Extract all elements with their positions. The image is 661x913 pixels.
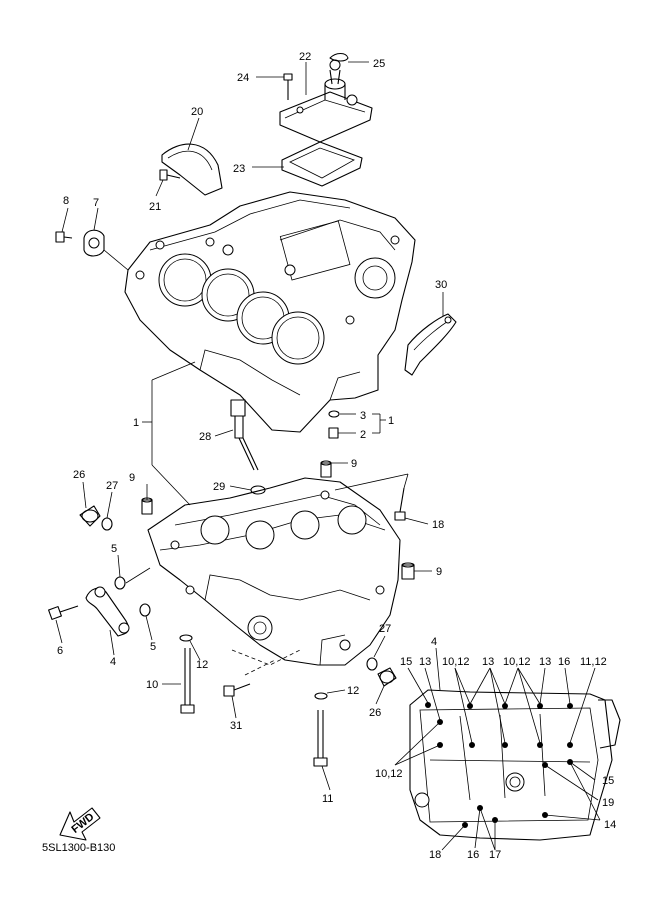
callout-22: 22 <box>299 51 311 63</box>
dowel-3 <box>328 410 340 418</box>
lower-crankcase <box>147 477 401 666</box>
washer-12-left <box>179 634 193 642</box>
callout-12-mid: 12 <box>347 685 359 697</box>
callout-26-right: 26 <box>369 707 381 719</box>
bolt-6 <box>48 605 79 620</box>
washer-12-mid <box>314 692 328 700</box>
callout-13-first: 13 <box>419 656 431 668</box>
bolt-2 <box>328 427 339 439</box>
callout-15-top: 15 <box>400 656 412 668</box>
cover-gasket <box>281 141 363 187</box>
callout-15-side: 15 <box>602 775 614 787</box>
bolt-31 <box>223 683 251 697</box>
callout-16-top: 16 <box>558 656 570 668</box>
callout-31: 31 <box>230 720 242 732</box>
callout-18-upper: 18 <box>432 519 444 531</box>
callout-9-top: 9 <box>351 458 357 470</box>
callout-18-lower: 18 <box>429 849 441 861</box>
callout-9-left: 9 <box>129 472 135 484</box>
plug-26-right <box>377 667 397 687</box>
upper-crankcase <box>124 191 416 433</box>
callout-19: 19 <box>602 797 614 809</box>
plug-26-left <box>79 505 101 527</box>
callout-21: 21 <box>149 201 161 213</box>
callout-14: 14 <box>604 819 616 831</box>
dowel-9-top <box>320 460 332 478</box>
callout-10-12-top-right: 10,12 <box>503 656 531 668</box>
oil-pipe <box>85 586 130 637</box>
crankcase-bottom-detail <box>409 689 621 841</box>
callout-1-left: 1 <box>133 417 139 429</box>
callout-9-right: 9 <box>436 566 442 578</box>
cover-plate <box>279 59 373 143</box>
callout-29: 29 <box>213 481 225 493</box>
callout-20: 20 <box>191 106 203 118</box>
callout-13-second: 13 <box>482 656 494 668</box>
callout-4-left: 4 <box>110 656 116 668</box>
washer-5-lower <box>139 603 151 617</box>
forward-arrow-icon: FWD <box>59 807 101 841</box>
oil-level-switch <box>230 399 259 471</box>
callout-5-upper: 5 <box>111 543 117 555</box>
callout-4-right: 4 <box>431 636 437 648</box>
bolt-21 <box>159 169 181 181</box>
washer-5-upper <box>114 576 126 590</box>
callout-11-12: 11,12 <box>580 656 607 668</box>
dowel-9-right <box>401 562 415 580</box>
bolt-8 <box>55 231 73 243</box>
bolt-10 <box>180 648 195 714</box>
callout-3: 3 <box>360 410 366 422</box>
callout-12-left: 12 <box>196 659 208 671</box>
callout-23: 23 <box>233 163 245 175</box>
bolt-24 <box>283 73 293 100</box>
callout-5-lower: 5 <box>150 641 156 653</box>
diagram-code: 5SL1300-B130 <box>42 842 115 854</box>
dowel-9-left <box>141 497 153 515</box>
callout-28: 28 <box>199 431 211 443</box>
callout-10-12-side: 10,12 <box>375 768 403 780</box>
baffle-plate <box>161 143 223 196</box>
bolt-11 <box>313 710 328 767</box>
callout-16-lower: 16 <box>467 849 479 861</box>
callout-25: 25 <box>373 58 385 70</box>
chain-guide <box>404 313 457 376</box>
bolt-18-upper <box>394 487 406 521</box>
callout-24: 24 <box>237 72 249 84</box>
washer-27-right <box>366 657 378 671</box>
callout-10: 10 <box>146 679 158 691</box>
callout-10-12-top-left: 10,12 <box>442 656 470 668</box>
callout-30: 30 <box>435 279 447 291</box>
bracket-7 <box>83 229 105 257</box>
callout-11: 11 <box>322 793 333 805</box>
callout-labels: 22 24 25 23 20 21 8 7 30 3 2 1 1 28 29 9… <box>57 51 616 861</box>
callout-1-right: 1 <box>388 415 394 427</box>
callout-26-left: 26 <box>73 469 85 481</box>
callout-8: 8 <box>63 195 69 207</box>
callout-6: 6 <box>57 645 63 657</box>
callout-27-left: 27 <box>106 480 118 492</box>
leader-lines <box>55 61 601 851</box>
fwd-label: FWD <box>69 811 96 836</box>
washer-27-left <box>101 517 113 531</box>
callout-2: 2 <box>360 429 366 441</box>
callout-7: 7 <box>93 197 99 209</box>
clip-25 <box>329 52 349 62</box>
callout-27-right: 27 <box>379 623 391 635</box>
callout-17: 17 <box>489 849 501 861</box>
callout-13-third: 13 <box>539 656 551 668</box>
